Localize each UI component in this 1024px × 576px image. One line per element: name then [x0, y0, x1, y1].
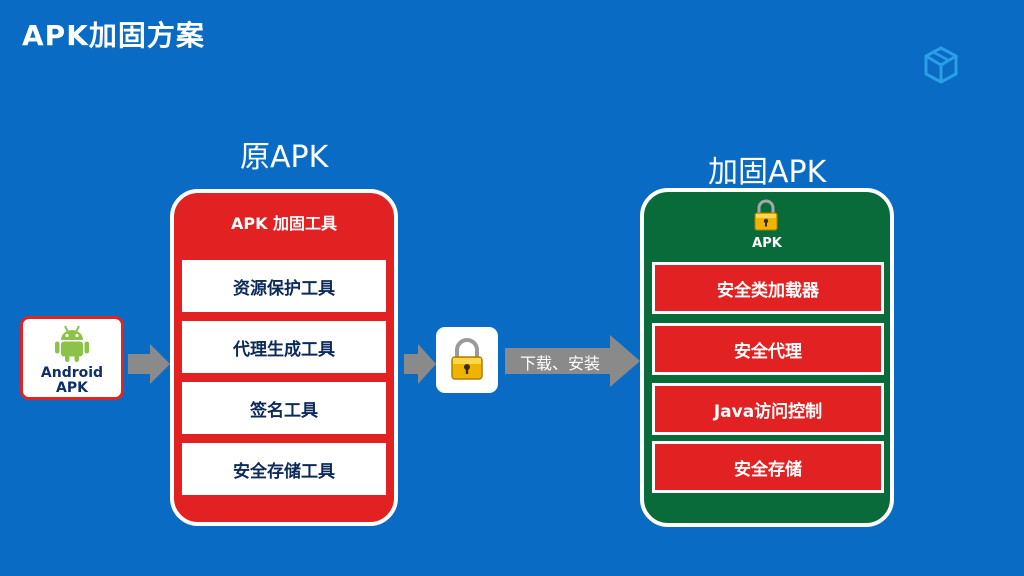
android-label-line2: APK — [56, 380, 88, 396]
tool-panel-title: APK 加固工具 — [230, 214, 338, 233]
android-apk-box: Android APK — [20, 316, 124, 400]
hardened-apk-heading: 加固APK — [708, 155, 827, 190]
lock-icon — [754, 199, 778, 231]
download-install-arrow — [505, 335, 640, 387]
android-label-line1: Android — [40, 365, 104, 381]
apk-hardening-tool-panel: APK 加固工具 资源保护工具 代理生成工具 签名工具 安全存储工具 — [170, 189, 398, 526]
download-install-label: 下载、安装 — [520, 354, 601, 373]
android-robot-icon — [55, 325, 89, 362]
tool-item-resource-protection: 资源保护工具 — [182, 260, 386, 312]
slide-title: APK加固方案 — [22, 19, 205, 52]
tool-item-secure-storage: 安全存储工具 — [182, 443, 386, 495]
original-apk-heading: 原APK — [240, 140, 329, 175]
arrow-right-icon — [404, 344, 436, 384]
lock-box — [436, 327, 498, 393]
component-secure-class-loader: 安全类加载器 — [652, 262, 884, 314]
cube-logo-icon — [924, 46, 958, 84]
hardened-apk-panel: APK 安全类加载器 安全代理 Java访问控制 安全存储 — [640, 188, 894, 527]
tool-item-proxy-generation: 代理生成工具 — [182, 321, 386, 373]
component-java-access-control: Java访问控制 — [652, 383, 884, 435]
component-secure-proxy: 安全代理 — [652, 323, 884, 375]
lock-icon — [451, 338, 483, 380]
component-secure-storage: 安全存储 — [652, 441, 884, 493]
hardened-apk-label: APK — [752, 236, 782, 251]
tool-item-signing: 签名工具 — [182, 382, 386, 434]
arrow-right-icon — [128, 344, 170, 384]
